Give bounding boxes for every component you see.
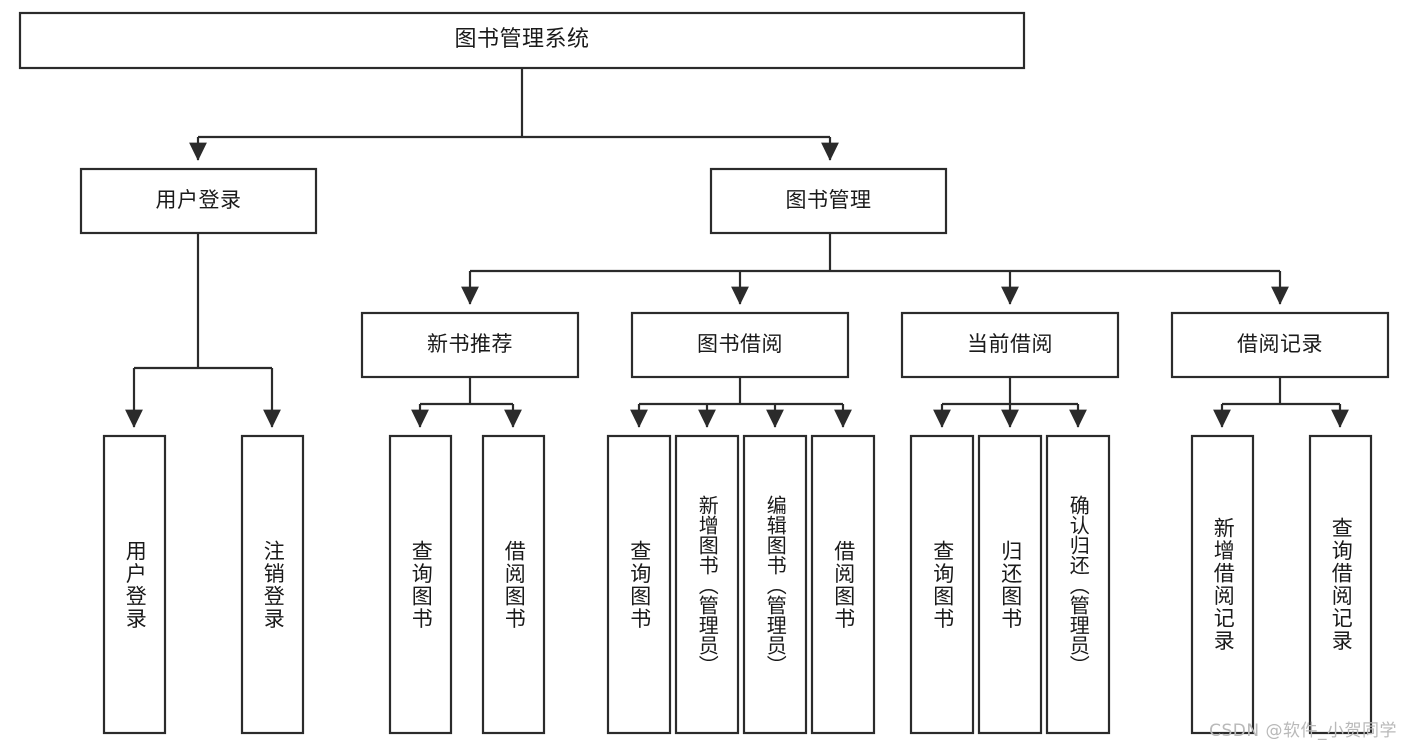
leaf-box-book-borrow-1[interactable] <box>674 434 740 735</box>
connector-borrow-to-leaves <box>630 377 852 428</box>
connector-bookmgmt-to-level3 <box>461 233 1289 305</box>
leaf-box-new-book-0[interactable] <box>388 434 453 735</box>
node-box-new-book-recommend[interactable] <box>360 311 580 379</box>
leaf-box-user-login-0[interactable] <box>102 434 167 735</box>
leaf-box-book-borrow-3[interactable] <box>810 434 876 735</box>
leaf-box-book-borrow-2[interactable] <box>742 434 808 735</box>
node-box-book-borrow[interactable] <box>630 311 850 379</box>
connector-newbook-to-leaves <box>411 377 522 428</box>
node-box-current-borrow[interactable] <box>900 311 1120 379</box>
connector-record-to-leaves <box>1213 377 1349 428</box>
leaf-box-borrow-record-1[interactable] <box>1308 434 1373 735</box>
connector-currentborrow-to-leaves <box>933 377 1087 428</box>
leaf-box-user-login-1[interactable] <box>240 434 305 735</box>
leaf-box-current-borrow-0[interactable] <box>909 434 975 735</box>
leaf-box-current-borrow-1[interactable] <box>977 434 1043 735</box>
node-box-book-management[interactable] <box>709 167 948 235</box>
node-box-root[interactable] <box>18 11 1026 70</box>
leaf-box-new-book-1[interactable] <box>481 434 546 735</box>
leaf-box-book-borrow-0[interactable] <box>606 434 672 735</box>
leaf-box-borrow-record-0[interactable] <box>1190 434 1255 735</box>
connector-userlogin-to-leaves <box>125 233 281 428</box>
leaf-box-current-borrow-2[interactable] <box>1045 434 1111 735</box>
node-box-user-login[interactable] <box>79 167 318 235</box>
node-box-borrow-record[interactable] <box>1170 311 1390 379</box>
connector-root-to-level2 <box>189 68 839 161</box>
